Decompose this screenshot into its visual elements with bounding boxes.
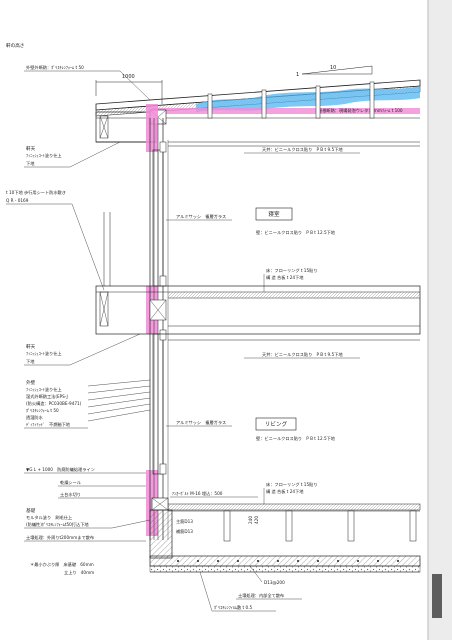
height-a: 240 <box>248 516 253 524</box>
svg-text:ﾃﾞｨﾌｨﾘｯﾄﾞ 不燃軸下地: ﾃﾞｨﾌｨﾘｯﾄﾞ 不燃軸下地 <box>26 421 71 428</box>
svg-text:下地: 下地 <box>26 358 35 365</box>
svg-text:ﾌｨﾆｯｼｭｺｰﾄ塗り仕上: ﾌｨﾆｯｼｭｺｰﾄ塗り仕上 <box>26 350 62 357</box>
slope-rise: 1 <box>296 72 299 78</box>
balcony-note: t 10下地 歩行用シート防水敷き Q R - 0169 <box>6 189 105 291</box>
soil-inner-note: 土壌処理：内部全て散布 <box>238 592 284 599</box>
svg-text:透湿防水: 透湿防水 <box>26 414 44 421</box>
upper-room-name: 寝室 <box>268 210 280 218</box>
slope-run: 10 <box>330 65 336 71</box>
roof-spray-foam <box>196 86 420 112</box>
sealant-note: 乾燥シール <box>60 479 81 486</box>
lower-room-name: リビング <box>265 420 288 428</box>
scan-mark <box>432 574 442 618</box>
upper-floor-note: 床：フローリング t 15貼り <box>266 267 318 274</box>
svg-text:基礎: 基礎 <box>26 507 36 514</box>
svg-text:外壁: 外壁 <box>26 379 36 386</box>
eave-dimension: 1000 <box>122 74 135 80</box>
room-tag-upper <box>255 207 293 221</box>
foundation-slab <box>149 555 421 567</box>
upper-sash-note: アルミサッシ 複層ガラス <box>176 213 226 220</box>
rebar-mesh-note: D13@200 <box>264 580 285 585</box>
floor-structure <box>95 285 421 335</box>
anchor-note: ｱﾝｶｰﾎﾞﾙﾄ M-16 埋込：500 <box>172 490 223 497</box>
svg-text:(防蟻性)ﾎﾟﾘｽﾁﾚﾝﾌｫｰﾑt50打込下地: (防蟻性)ﾎﾟﾘｽﾁﾚﾝﾌｫｰﾑt50打込下地 <box>26 521 89 528</box>
svg-text:ﾌｨﾆｯｼｭｺｰﾄ塗り仕上: ﾌｨﾆｯｼｭｺｰﾄ塗り仕上 <box>26 386 62 393</box>
outer-insulation-note: 外壁外断熱：ﾎﾟﾘｽﾁﾚﾝﾌｫｰﾑ t 50 <box>26 64 84 71</box>
lower-floor-note: 床：フローリング t 15貼り <box>266 481 318 488</box>
upper-floor-note-2: 構 造 合板 t 24下地 <box>266 274 304 281</box>
svg-text:下地: 下地 <box>26 160 35 167</box>
drip-note: 土台水切り <box>60 491 81 498</box>
svg-text:ﾌｨﾆｯｼｭｺｰﾄ塗り仕上: ﾌｨﾆｯｼｭｺｰﾄ塗り仕上 <box>26 152 62 159</box>
room-tag-lower <box>255 417 297 431</box>
lower-floor-note-2: 構 造 合板 t 24下地 <box>266 488 304 495</box>
eave-ceiling-note: 軒天 ﾌｨﾆｯｼｭｺｰﾄ塗り仕上 下地 <box>24 141 121 168</box>
roof-insulation-note: 屋根断熱：現場発泡ウレタン mmﾌｫｰﾑ t 100 <box>318 107 403 114</box>
scan-margin <box>428 0 452 640</box>
gravel-bed <box>149 565 421 573</box>
soil-note: 土壌処理：外周りt200mmまで散布 <box>26 534 94 541</box>
lower-wall-note: 壁：ビニールクロス貼り P B t 12.5下地 <box>256 435 336 442</box>
svg-text:軒天: 軒天 <box>26 344 36 350</box>
height-b: 420 <box>254 516 259 524</box>
svg-text:軒天: 軒天 <box>26 146 36 152</box>
svg-text:湿式外断熱工法(EPS-J: 湿式外断熱工法(EPS-J <box>26 393 68 400</box>
svg-text:Q R - 0169: Q R - 0169 <box>6 198 29 203</box>
foundation-wall <box>149 509 173 559</box>
wall-insulation-upper <box>146 104 158 152</box>
lower-sash-note: アルミサッシ 複層ガラス <box>176 419 226 426</box>
gl-line-note: ▼G L + 1000 防腐防蟻処理ライン <box>26 466 95 473</box>
svg-text:モルタル塗り 刷毛仕上: モルタル塗り 刷毛仕上 <box>26 514 72 521</box>
cover-thickness-note-2: 立上り 40mm <box>64 569 94 576</box>
foundation-note: 基礎 モルタル塗り 刷毛仕上 (防蟻性)ﾎﾟﾘｽﾁﾚﾝﾌｫｰﾑt50打込下地 <box>24 507 151 529</box>
rebar-main-note: 主筋D13 <box>176 518 193 525</box>
vapor-sheet-note: ﾎﾟﾘｴﾁﾚﾝﾌｨﾙﾑ敷 t 0.5 <box>214 604 253 611</box>
lower-ceiling-note: 天井：ビニールクロス貼り P B t 9.5下地 <box>262 351 343 358</box>
ground-floor-deck <box>167 503 421 511</box>
upper-ceiling-note: 天井：ビニールクロス貼り P B t 9.5下地 <box>262 146 343 153</box>
roof-insulation-highlight <box>152 108 420 114</box>
exterior-wall-note: 外壁 ﾌｨﾆｯｼｭｺｰﾄ塗り仕上 湿式外断熱工法(EPS-J (防火構造：PC0… <box>24 379 151 429</box>
upper-wall-note: 壁：ビニールクロス貼り P B t 12.5下地 <box>256 229 336 236</box>
svg-text:(防火構造：PC030BE-9471): (防火構造：PC030BE-9471) <box>26 400 82 407</box>
cover-thickness-note: ＊最小かぶり厚 床基礎 60mm <box>30 561 94 568</box>
eave-ceiling-note-2: 軒天 ﾌｨﾆｯｼｭｺｰﾄ塗り仕上 下地 <box>24 333 141 366</box>
page-title: 軒の高さ <box>6 42 24 49</box>
svg-text:ﾎﾟﾘｽﾁﾚﾝﾌｫｰﾑ t 50: ﾎﾟﾘｽﾁﾚﾝﾌｫｰﾑ t 50 <box>26 407 59 414</box>
svg-text:t 10下地 歩行用シート防水敷き: t 10下地 歩行用シート防水敷き <box>6 189 66 196</box>
rebar-stirrup-note: 補筋D13 <box>176 528 193 535</box>
